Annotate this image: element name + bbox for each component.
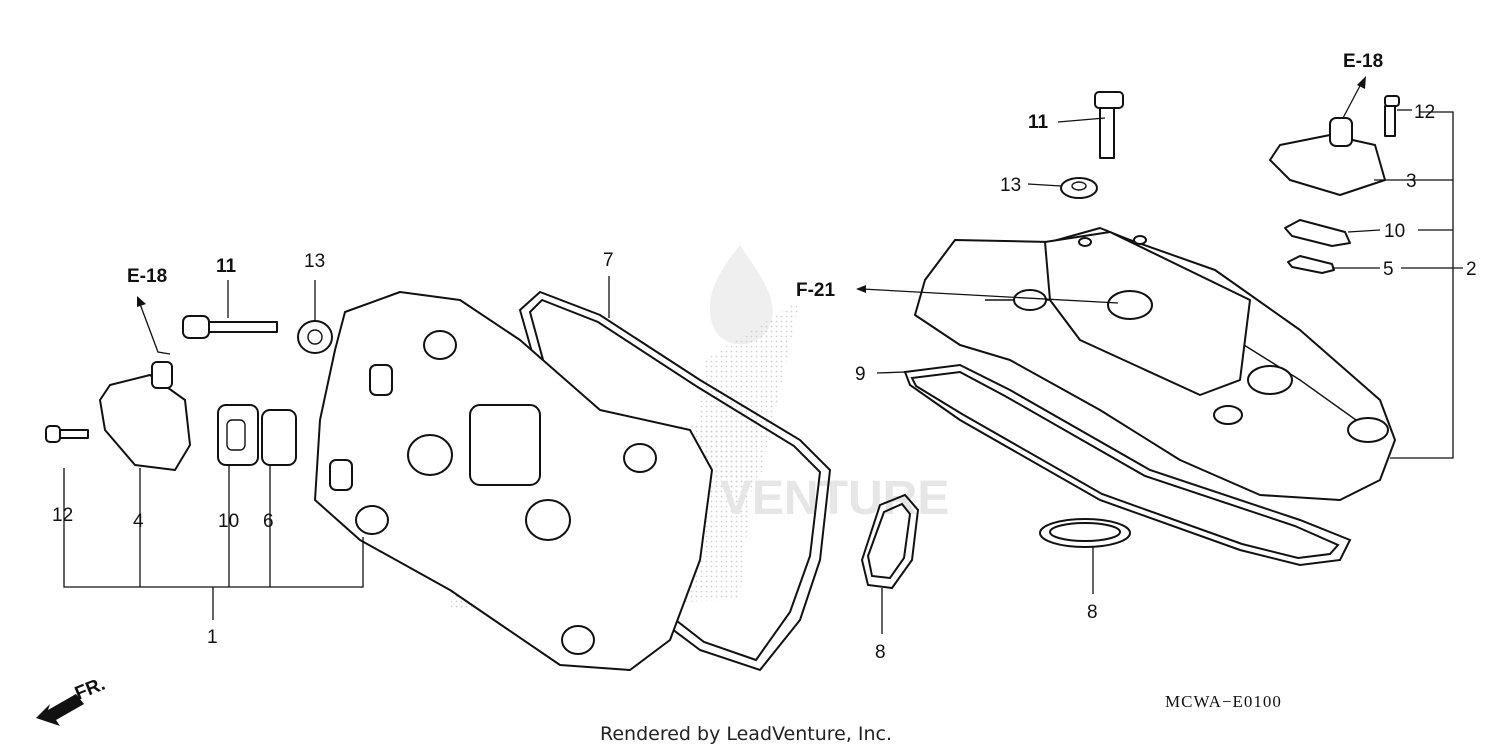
arrow-icon: [856, 285, 866, 293]
callout-6[interactable]: 6: [263, 511, 274, 532]
front-arrow-icon: [36, 694, 84, 726]
gasket-10-left: [217, 404, 259, 466]
callout-9[interactable]: 9: [855, 364, 866, 385]
callout-8-right[interactable]: 8: [1087, 602, 1098, 623]
diagram-code: MCWA−E0100: [1165, 692, 1282, 711]
arrow-icon: [1357, 76, 1366, 89]
head-cover-left: [314, 291, 713, 671]
arrow-icon: [137, 296, 146, 307]
fr-label: FR.: [72, 674, 108, 705]
callout-2[interactable]: 2: [1466, 259, 1477, 280]
callout-11-right[interactable]: 11: [1028, 112, 1049, 133]
leader-lines: [63, 76, 1463, 634]
gasket-10-right: [1284, 219, 1351, 247]
callout-8-left[interactable]: 8: [875, 642, 886, 663]
bolt-12-left: [45, 425, 89, 443]
callout-4[interactable]: 4: [133, 511, 144, 532]
callout-3[interactable]: 3: [1406, 171, 1417, 192]
callout-5[interactable]: 5: [1383, 259, 1394, 280]
gasket-8-right: [1039, 518, 1131, 548]
washer-13-left: [297, 320, 333, 354]
callout-10-left[interactable]: 10: [218, 511, 239, 532]
callout-7[interactable]: 7: [603, 250, 614, 271]
bolt-11-left: [182, 315, 278, 339]
callout-10-right[interactable]: 10: [1384, 221, 1405, 242]
bolt-11-right: [1094, 91, 1124, 159]
ref-e18-left[interactable]: E-18: [127, 266, 167, 287]
breather-cover-left: [99, 361, 191, 471]
front-direction-indicator: FR.: [36, 674, 108, 726]
gasket-right: [903, 363, 1352, 567]
callout-labels: E-18 12 3 10 5 2 11 13 F-21 9 8 8 7 11 1…: [52, 51, 1477, 663]
breather-cover-right: [1269, 117, 1386, 196]
bolt-12-right: [1384, 95, 1400, 137]
gasket-8-left: [860, 493, 920, 590]
ref-e18-right[interactable]: E-18: [1343, 51, 1383, 72]
callout-12-left[interactable]: 12: [52, 505, 73, 526]
plate-5-right: [1287, 255, 1335, 274]
callout-13-right[interactable]: 13: [1000, 175, 1021, 196]
washer-13-right: [1060, 177, 1098, 199]
callout-12-right[interactable]: 12: [1414, 102, 1435, 123]
callout-13-left[interactable]: 13: [304, 251, 325, 272]
plate-6-left: [261, 409, 297, 466]
ref-f21[interactable]: F-21: [796, 280, 836, 301]
callout-11-left[interactable]: 11: [216, 256, 237, 277]
watermark-text: VENTURE: [720, 472, 949, 525]
callout-1[interactable]: 1: [207, 627, 218, 648]
footer-credit: Rendered by LeadVenture, Inc.: [600, 723, 892, 745]
